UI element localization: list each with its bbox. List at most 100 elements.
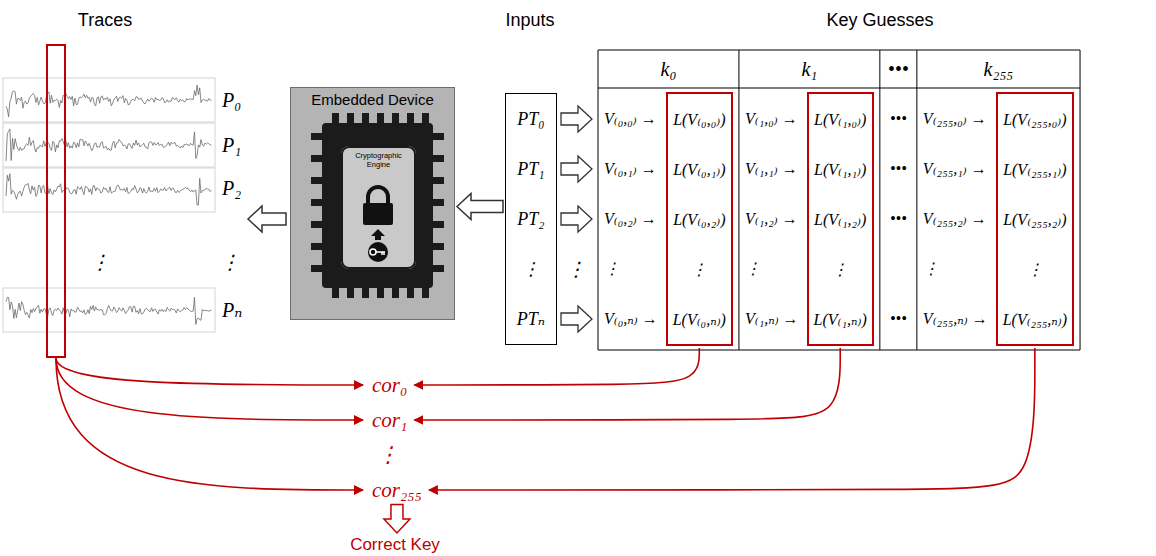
device-fill	[290, 87, 455, 320]
input-arrow	[561, 106, 592, 132]
node-text: PT₂	[506, 194, 556, 244]
table-line	[598, 350, 1080, 351]
table-cell: •••	[890, 110, 907, 128]
chip-pin	[362, 287, 369, 298]
leakage-column: L(V₍₀,₀₎)L(V₍₀,₁₎)L(V₍₀,₂₎)⋮L(V₍₀,ₙ₎)	[666, 92, 733, 346]
correlation-arrow	[414, 348, 840, 420]
node-text: ⋮	[506, 244, 556, 294]
node-text: L(V₍₂₅₅,₀₎)	[998, 94, 1072, 144]
table-line	[1080, 50, 1081, 350]
table-cell: V₍₁,ₙ₎ →	[745, 310, 799, 328]
power-traces	[3, 78, 215, 332]
table-cell: •••	[890, 160, 907, 178]
node-text: L(V₍₁,₀₎)	[809, 94, 872, 144]
node-text: L(V₍₁,₁₎)	[809, 144, 872, 194]
leakage-column: L(V₍₁,₀₎)L(V₍₁,₁₎)L(V₍₁,₂₎)⋮L(V₍₁,ₙ₎)	[807, 92, 874, 346]
node-text: cor₂₅₅	[372, 478, 422, 503]
node-text: Embedded Device	[311, 91, 434, 108]
chip-pin	[407, 113, 414, 124]
chip-pin	[432, 177, 444, 184]
table-cell: •••	[890, 210, 907, 228]
output-arrow	[248, 206, 286, 232]
node-text: Correct Key	[350, 535, 440, 555]
trace-label: ⋮	[220, 251, 240, 274]
table-line	[916, 50, 917, 350]
trace-arrow	[56, 358, 363, 420]
table-cell: V₍₂₅₅,₂₎ →	[923, 210, 987, 228]
table-cell: V₍₂₅₅,₀₎ →	[923, 110, 987, 128]
table-line	[598, 88, 1080, 89]
input-arrow	[561, 206, 592, 232]
chip-pin	[311, 199, 323, 206]
node-text: ⋮	[668, 244, 731, 294]
table-cell: V₍₂₅₅,ₙ₎ →	[923, 310, 988, 328]
chip-pins	[311, 113, 444, 298]
node-text: Cryptographic Engine	[345, 151, 412, 169]
table-cell: V₍₀,₀₎ →	[604, 110, 657, 128]
chip-pin	[311, 221, 323, 228]
table-cell: V₍₁,₂₎ →	[745, 210, 798, 228]
block-arrow	[457, 194, 503, 220]
node-text: PT₁	[506, 144, 556, 194]
correlation: cor₁	[370, 408, 409, 433]
trace-label: P₁	[222, 134, 241, 157]
trace-waveform	[6, 129, 211, 161]
table-line	[738, 50, 739, 350]
node-text: ⋮	[998, 244, 1072, 294]
node-text: L(V₍₀,₀₎)	[668, 94, 731, 144]
chip-pin	[432, 133, 444, 140]
device-box: Embedded DeviceCryptographic Engine	[290, 87, 455, 320]
chip-pin	[432, 221, 444, 228]
trace-frame	[3, 288, 215, 332]
column-header: •••	[888, 58, 909, 81]
column-header: k₀	[661, 58, 677, 81]
chip-pin	[377, 287, 384, 298]
chip-pin	[407, 287, 414, 298]
trace-label: Pₙ	[222, 299, 242, 322]
trace-waveform	[6, 297, 211, 324]
chip-pin	[332, 287, 339, 298]
block-arrow	[384, 505, 410, 534]
chip-pin	[362, 113, 369, 124]
node-text: L(V₍₂₅₅,ₙ₎)	[998, 294, 1072, 344]
node-text: L(V₍₀,₁₎)	[668, 144, 731, 194]
table-cell: •••	[890, 310, 907, 328]
table-cell: V₍₂₅₅,₁₎ →	[923, 160, 987, 178]
lock-body	[363, 203, 393, 225]
table-cell: ⋮	[745, 260, 761, 278]
key-bow	[370, 249, 376, 255]
chip-pin	[311, 243, 323, 250]
section-title: Inputs	[505, 10, 554, 31]
correlation-arrow	[429, 348, 1035, 490]
table-line	[598, 50, 599, 350]
chip-pin	[377, 113, 384, 124]
table-cell: V₍₁,₁₎ →	[745, 160, 798, 178]
chip-pin	[311, 265, 323, 272]
key-blade	[376, 252, 385, 255]
chip-pin	[347, 287, 354, 298]
node-text: cor₁	[372, 408, 407, 433]
chip-pin	[432, 155, 444, 162]
chip-pin	[332, 113, 339, 124]
trace-label: P₀	[222, 89, 241, 112]
ellipsis: ⋮	[377, 442, 399, 467]
trace-frame	[3, 78, 215, 122]
chip-body	[322, 123, 433, 288]
node-text: L(V₍₀,ₙ₎)	[668, 294, 731, 344]
engine-fill	[341, 146, 416, 269]
inputs-box: PT₀PT₁PT₂⋮PTₙ	[505, 93, 557, 345]
lock-shackle	[368, 187, 388, 205]
trace-label: ⋮	[90, 251, 110, 274]
table-cell: V₍₀,₁₎ →	[604, 160, 657, 178]
trace-waveform	[6, 174, 211, 205]
table-cell: ⋮	[923, 260, 939, 278]
chip-pin	[432, 199, 444, 206]
chip-pin	[347, 113, 354, 124]
chip-pin	[311, 177, 323, 184]
correlation: cor₀	[370, 373, 409, 398]
node-text: L(V₍₀,₂₎)	[668, 194, 731, 244]
up-symbol	[371, 229, 385, 240]
result: Correct Key	[350, 535, 440, 555]
table-line	[879, 50, 880, 350]
node-text: L(V₍₂₅₅,₂₎)	[998, 194, 1072, 244]
